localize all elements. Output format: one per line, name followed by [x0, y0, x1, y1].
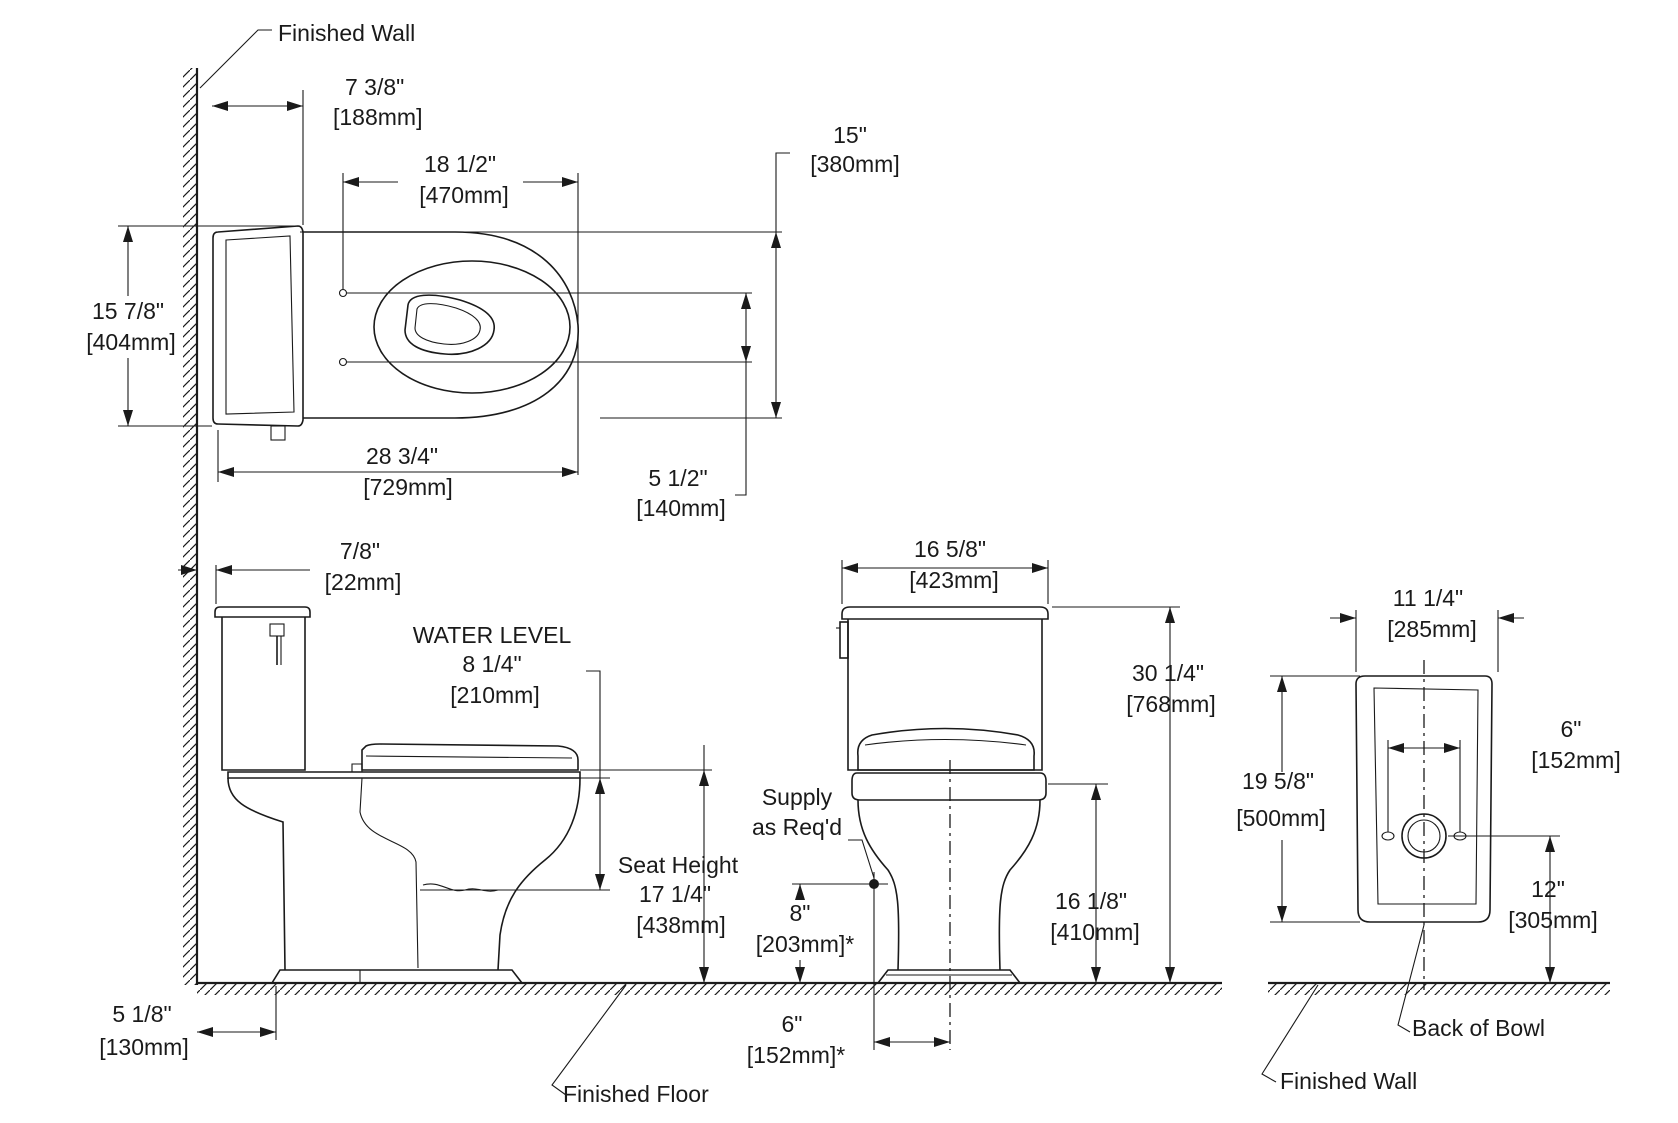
dim-lid-offset-mm: [22mm]	[325, 569, 402, 595]
dim-supply-offset	[874, 1037, 950, 1047]
dim-rough-in	[1448, 835, 1560, 983]
dim-base-width-in: 11 1/4"	[1393, 585, 1463, 611]
dim-bowl-length	[342, 173, 579, 475]
top-view	[212, 225, 579, 441]
finished-floor-left	[197, 981, 1222, 995]
dim-base-width	[1330, 610, 1524, 672]
dim-bolt-spacing-base-mm: [152mm]	[1531, 747, 1620, 773]
dim-rough-in-mm: [305mm]	[1508, 907, 1597, 933]
dim-overall-height-in: 30 1/4"	[1132, 660, 1204, 686]
dim-wall-to-base-mm: [130mm]	[99, 1034, 188, 1060]
dim-bowl-width-in: 15"	[833, 122, 867, 148]
dim-water-level-mm: [210mm]	[450, 682, 539, 708]
dim-water-level-in: 8 1/4"	[462, 651, 521, 677]
dim-base-width-mm: [285mm]	[1387, 616, 1476, 642]
finished-wall-right	[1268, 981, 1610, 995]
dim-supply-offset-mm: [152mm]*	[747, 1042, 845, 1068]
dim-bowl-width-mm: [380mm]	[810, 151, 899, 177]
supply-label-line1: Supply	[762, 784, 833, 810]
dim-bolt-spacing-top-in: 5 1/2"	[648, 465, 707, 491]
back-of-bowl-label: Back of Bowl	[1412, 1015, 1545, 1041]
dim-base-length-in: 19 5/8"	[1242, 768, 1314, 794]
dim-overall-height	[1052, 606, 1180, 983]
dim-bolt-spacing-top-mm: [140mm]	[636, 495, 725, 521]
dim-tank-depth	[212, 90, 304, 225]
supply-label-line2: as Req'd	[752, 814, 842, 840]
dim-wall-to-base	[197, 986, 277, 1040]
dim-bowl-length-in: 18 1/2"	[424, 151, 496, 177]
dim-rim-height	[1048, 783, 1108, 983]
dim-supply-height-in: 8"	[790, 900, 811, 926]
base-view	[1355, 660, 1493, 990]
finished-floor-leader	[551, 984, 627, 1096]
dim-overall-length-mm: [729mm]	[363, 474, 452, 500]
finished-wall-leader	[199, 29, 272, 89]
dim-overall-length-in: 28 3/4"	[366, 443, 438, 469]
finished-wall-bottom-leader	[1261, 984, 1319, 1083]
supply-marker	[848, 839, 888, 1050]
water-level-label: WATER LEVEL	[413, 622, 572, 648]
side-view	[214, 606, 581, 984]
dim-bowl-width	[300, 152, 790, 419]
dim-tank-depth-mm: [188mm]	[333, 104, 422, 130]
dim-base-length-mm: [500mm]	[1236, 805, 1325, 831]
dim-rim-height-mm: [410mm]	[1050, 919, 1139, 945]
finished-floor-label: Finished Floor	[563, 1081, 709, 1107]
dim-bolt-spacing-base-in: 6"	[1561, 716, 1582, 742]
dim-bolt-spacing-top	[347, 292, 752, 496]
dim-base-length	[1270, 675, 1360, 923]
front-view	[836, 606, 1049, 1050]
dim-supply-offset-in: 6"	[782, 1011, 803, 1037]
dim-supply-height-mm: [203mm]*	[756, 931, 854, 957]
finished-wall-bottom-label: Finished Wall	[1280, 1068, 1417, 1094]
dim-seat-height-in: 17 1/4"	[639, 881, 711, 907]
dim-water-level	[420, 670, 610, 891]
dim-seat-height-mm: [438mm]	[636, 912, 725, 938]
dim-lid-offset	[178, 565, 310, 604]
dim-rough-in-in: 12"	[1531, 876, 1565, 902]
dim-bolt-spacing-base	[1387, 740, 1461, 832]
dim-tank-width	[118, 225, 300, 427]
dim-overall-length	[217, 430, 578, 482]
dim-overall-height-mm: [768mm]	[1126, 691, 1215, 717]
dim-rim-height-in: 16 1/8"	[1055, 888, 1127, 914]
dim-lid-offset-in: 7/8"	[340, 538, 380, 564]
dim-seat-height	[580, 745, 712, 983]
dim-tank-front-width	[841, 560, 1049, 604]
finished-wall-left	[183, 68, 199, 985]
dim-tank-width-in: 15 7/8"	[92, 298, 164, 324]
dim-supply-height	[792, 883, 870, 983]
dim-bowl-length-mm: [470mm]	[419, 182, 508, 208]
dim-tank-front-width-mm: [423mm]	[909, 567, 998, 593]
dim-tank-width-mm: [404mm]	[86, 329, 175, 355]
finished-wall-top-label: Finished Wall	[278, 20, 415, 46]
back-of-bowl-leader	[1397, 924, 1425, 1033]
dim-wall-to-base-in: 5 1/8"	[112, 1001, 171, 1027]
dim-tank-front-width-in: 16 5/8"	[914, 536, 986, 562]
seat-height-label: Seat Height	[618, 852, 739, 878]
dim-tank-depth-in: 7 3/8"	[345, 74, 404, 100]
